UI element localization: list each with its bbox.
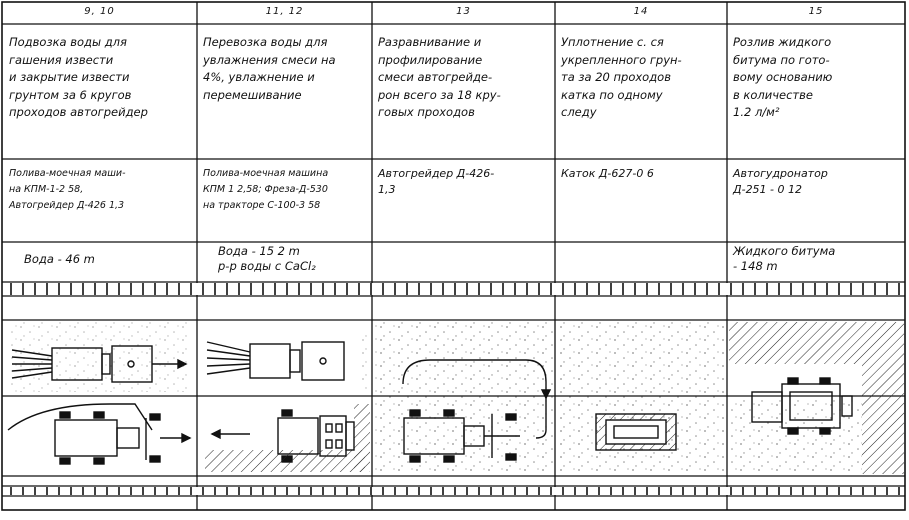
treated-soil-hatch-2b bbox=[354, 404, 370, 472]
column-header-1: 9, 10 bbox=[84, 6, 115, 17]
column-header-3: 13 bbox=[456, 6, 471, 17]
diagram-roller bbox=[595, 413, 677, 451]
materials-text-5: Жидкого битума - 148 m bbox=[733, 244, 836, 273]
operation-description-3: Разравнивание и профилирование смеси авт… bbox=[378, 35, 501, 119]
diagram-motor-grader-route bbox=[402, 359, 552, 463]
machines-text-4: Каток Д-627-0 6 bbox=[561, 167, 654, 180]
row-dividers bbox=[2, 23, 905, 497]
operation-description-4: Уплотнение с. ся укрепленного грун- та з… bbox=[561, 35, 682, 119]
table-frame bbox=[1, 1, 906, 511]
operation-description-5: Розлив жидкого битума по гото- вому осно… bbox=[733, 35, 833, 119]
column-header-2: 11, 12 bbox=[265, 6, 304, 17]
materials-text-2: Вода - 15 2 m р-р воды с CaCl₂ bbox=[218, 244, 316, 273]
station-strip-bottom bbox=[3, 487, 904, 495]
column-dividers bbox=[196, 2, 728, 510]
machines-text-5: Автогудронатор Д-251 - 0 12 bbox=[733, 167, 828, 196]
bitumen-hatch-top bbox=[729, 322, 904, 364]
treated-soil-hatch-2a bbox=[205, 450, 365, 472]
diagram-motor-grader-1 bbox=[7, 403, 192, 465]
machines-text-1: Полива-моечная маши- на КПМ-1-2 58, Авто… bbox=[9, 168, 126, 211]
materials-text-1: Вода - 46 m bbox=[24, 252, 95, 266]
diagram-watering-machine-2 bbox=[206, 341, 345, 381]
diagram-bitumen-distributor bbox=[751, 377, 853, 435]
bitumen-hatch-right bbox=[862, 364, 904, 474]
column-header-4: 14 bbox=[633, 6, 649, 17]
station-strip-top bbox=[3, 283, 904, 295]
soil-dots-4 bbox=[557, 322, 725, 474]
soil-dots-2 bbox=[360, 330, 372, 390]
machines-text-3: Автогрейдер Д-426- 1,3 bbox=[378, 167, 495, 196]
operation-description-2: Перевозка воды для увлажнения смеси на 4… bbox=[203, 35, 336, 102]
operation-description-1: Подвозка воды для гашения извести и закр… bbox=[9, 35, 148, 119]
soil-dots-1 bbox=[10, 322, 190, 392]
machines-text-2: Полива-моечная машина КПМ 1 2,58; Фреза-… bbox=[203, 168, 329, 211]
column-header-5: 15 bbox=[808, 6, 824, 17]
